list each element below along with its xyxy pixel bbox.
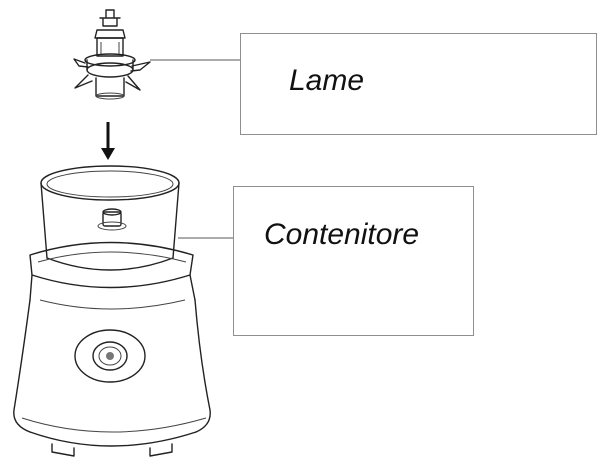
arrow-down-icon: [101, 122, 115, 160]
blades-callout: Lame: [240, 33, 597, 135]
container-label: Contenitore: [264, 218, 420, 251]
container-callout: Contenitore: [233, 186, 474, 336]
blades-label: Lame: [289, 64, 365, 97]
blade-assembly: [73, 9, 151, 100]
container-base: [13, 165, 211, 457]
